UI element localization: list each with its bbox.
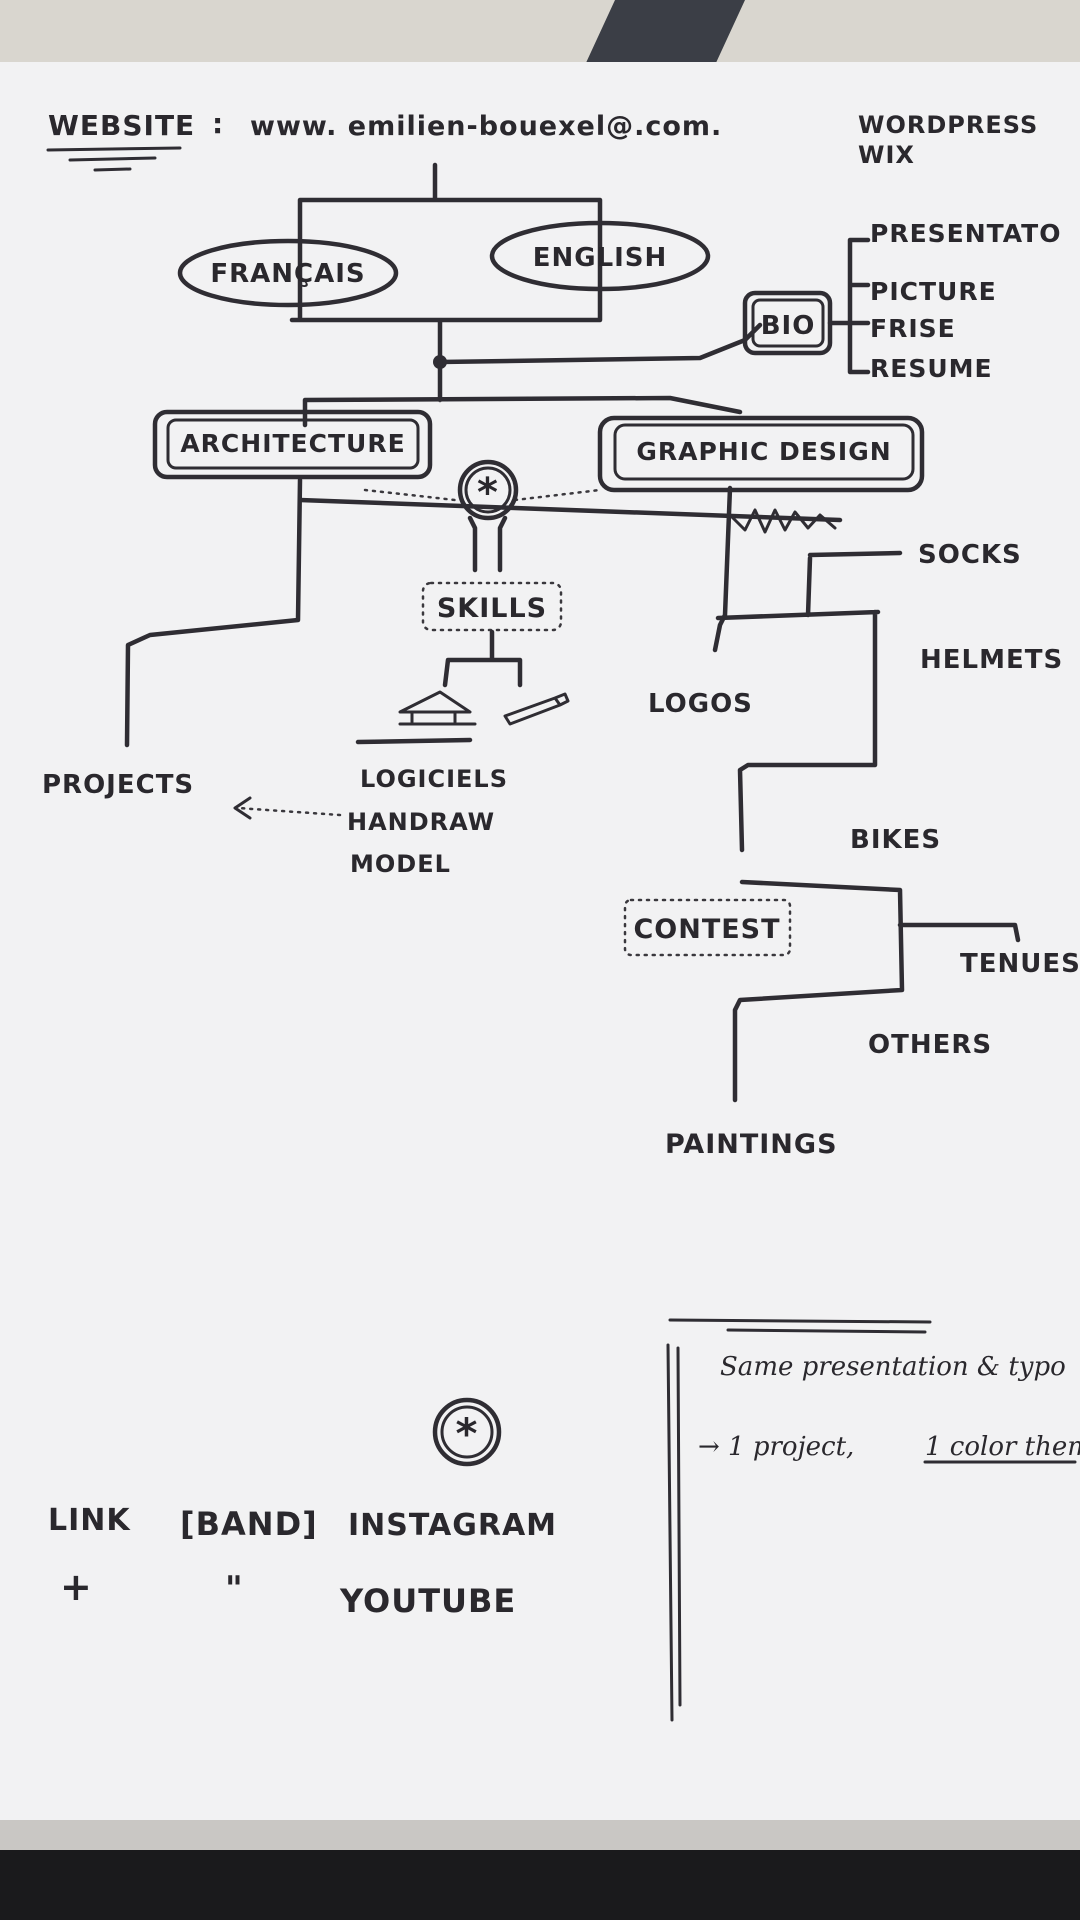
star-dots (363, 488, 602, 502)
footnote-ditto: " (225, 1569, 244, 1609)
side-note-line2-underlined: 1 color them (925, 1432, 1080, 1462)
footnote-youtube: YOUTUBE (339, 1582, 516, 1620)
helmets-label: HELMETS (920, 645, 1063, 675)
skills-item-handraw: HANDRAW (347, 808, 495, 836)
bio-bracket (827, 237, 871, 375)
contest-label: CONTEST (633, 914, 780, 945)
website-label: WEBSITE (48, 109, 195, 142)
contest-node (623, 898, 792, 957)
star-node (457, 459, 519, 521)
footnote-band: [BAND] (180, 1505, 318, 1543)
pen-object (585, 0, 745, 65)
colon: : (212, 107, 224, 140)
side-note-frame (666, 1318, 932, 1722)
arrow-head-icon (233, 796, 252, 820)
logos-label: LOGOS (648, 689, 753, 719)
graphic-design-node-outer (597, 415, 925, 493)
skills-to-projects-arrow (236, 806, 342, 817)
english-label: ENGLISH (533, 243, 668, 273)
paintings-label: PAINTINGS (665, 1129, 838, 1160)
bio-item-presentation: PRESENTATO (870, 219, 1061, 248)
side-note-line2-prefix: → 1 project, (698, 1432, 854, 1462)
footnote-plus: + (60, 1565, 93, 1609)
bio-item-resume: RESUME (870, 354, 993, 383)
skills-item-model: MODEL (350, 850, 451, 878)
architecture-label: ARCHITECTURE (180, 429, 405, 458)
others-label: OTHERS (868, 1030, 992, 1060)
bio-label: BIO (761, 311, 816, 341)
house-icon (398, 690, 477, 726)
bio-item-picture: PICTURE (870, 277, 997, 306)
platform-wordpress: WORDPRESS (858, 111, 1038, 139)
platform-wix: WIX (858, 141, 915, 169)
scribble-mark (728, 508, 837, 534)
francais-node (177, 238, 399, 308)
language-connector (289, 162, 603, 365)
architecture-node-outer (152, 409, 433, 480)
english-node (489, 220, 711, 292)
projects-label: PROJECTS (42, 770, 194, 800)
skills-label: SKILLS (437, 593, 547, 624)
footnote-star-node-inner (440, 1405, 494, 1459)
socks-label: SOCKS (918, 540, 1022, 570)
bikes-label: BIKES (850, 825, 941, 855)
skills-underline (355, 737, 473, 745)
skills-connector (442, 629, 523, 688)
footnote-instagram: INSTAGRAM (348, 1508, 557, 1543)
gd-trunk (715, 550, 903, 853)
pencil-icon (503, 692, 570, 726)
graphic-design-label: GRAPHIC DESIGN (636, 437, 891, 466)
footnote-link-label: LINK (48, 1503, 131, 1538)
side-note-line1: Same presentation & typo (720, 1352, 1066, 1382)
footnote-star-symbol: * (456, 1409, 479, 1458)
bio-item-frise: FRISE (870, 314, 956, 343)
contest-branch (732, 879, 1021, 1103)
tenues-label: TENUES (960, 949, 1080, 979)
graphic-design-node-inner (613, 423, 915, 481)
footnote-star-node (432, 1397, 502, 1467)
website-underline (46, 146, 182, 172)
bio-node-inner (751, 298, 825, 348)
paper-edge (0, 1820, 1080, 1850)
website-url: www. emilien-bouexel@.com. (250, 111, 722, 142)
projects-branch (124, 477, 303, 748)
architecture-node-inner (166, 418, 420, 470)
skills-item-logiciels: LOGICIELS (360, 765, 508, 793)
star-node-inner (464, 466, 512, 514)
francais-label: FRANÇAIS (210, 259, 365, 289)
